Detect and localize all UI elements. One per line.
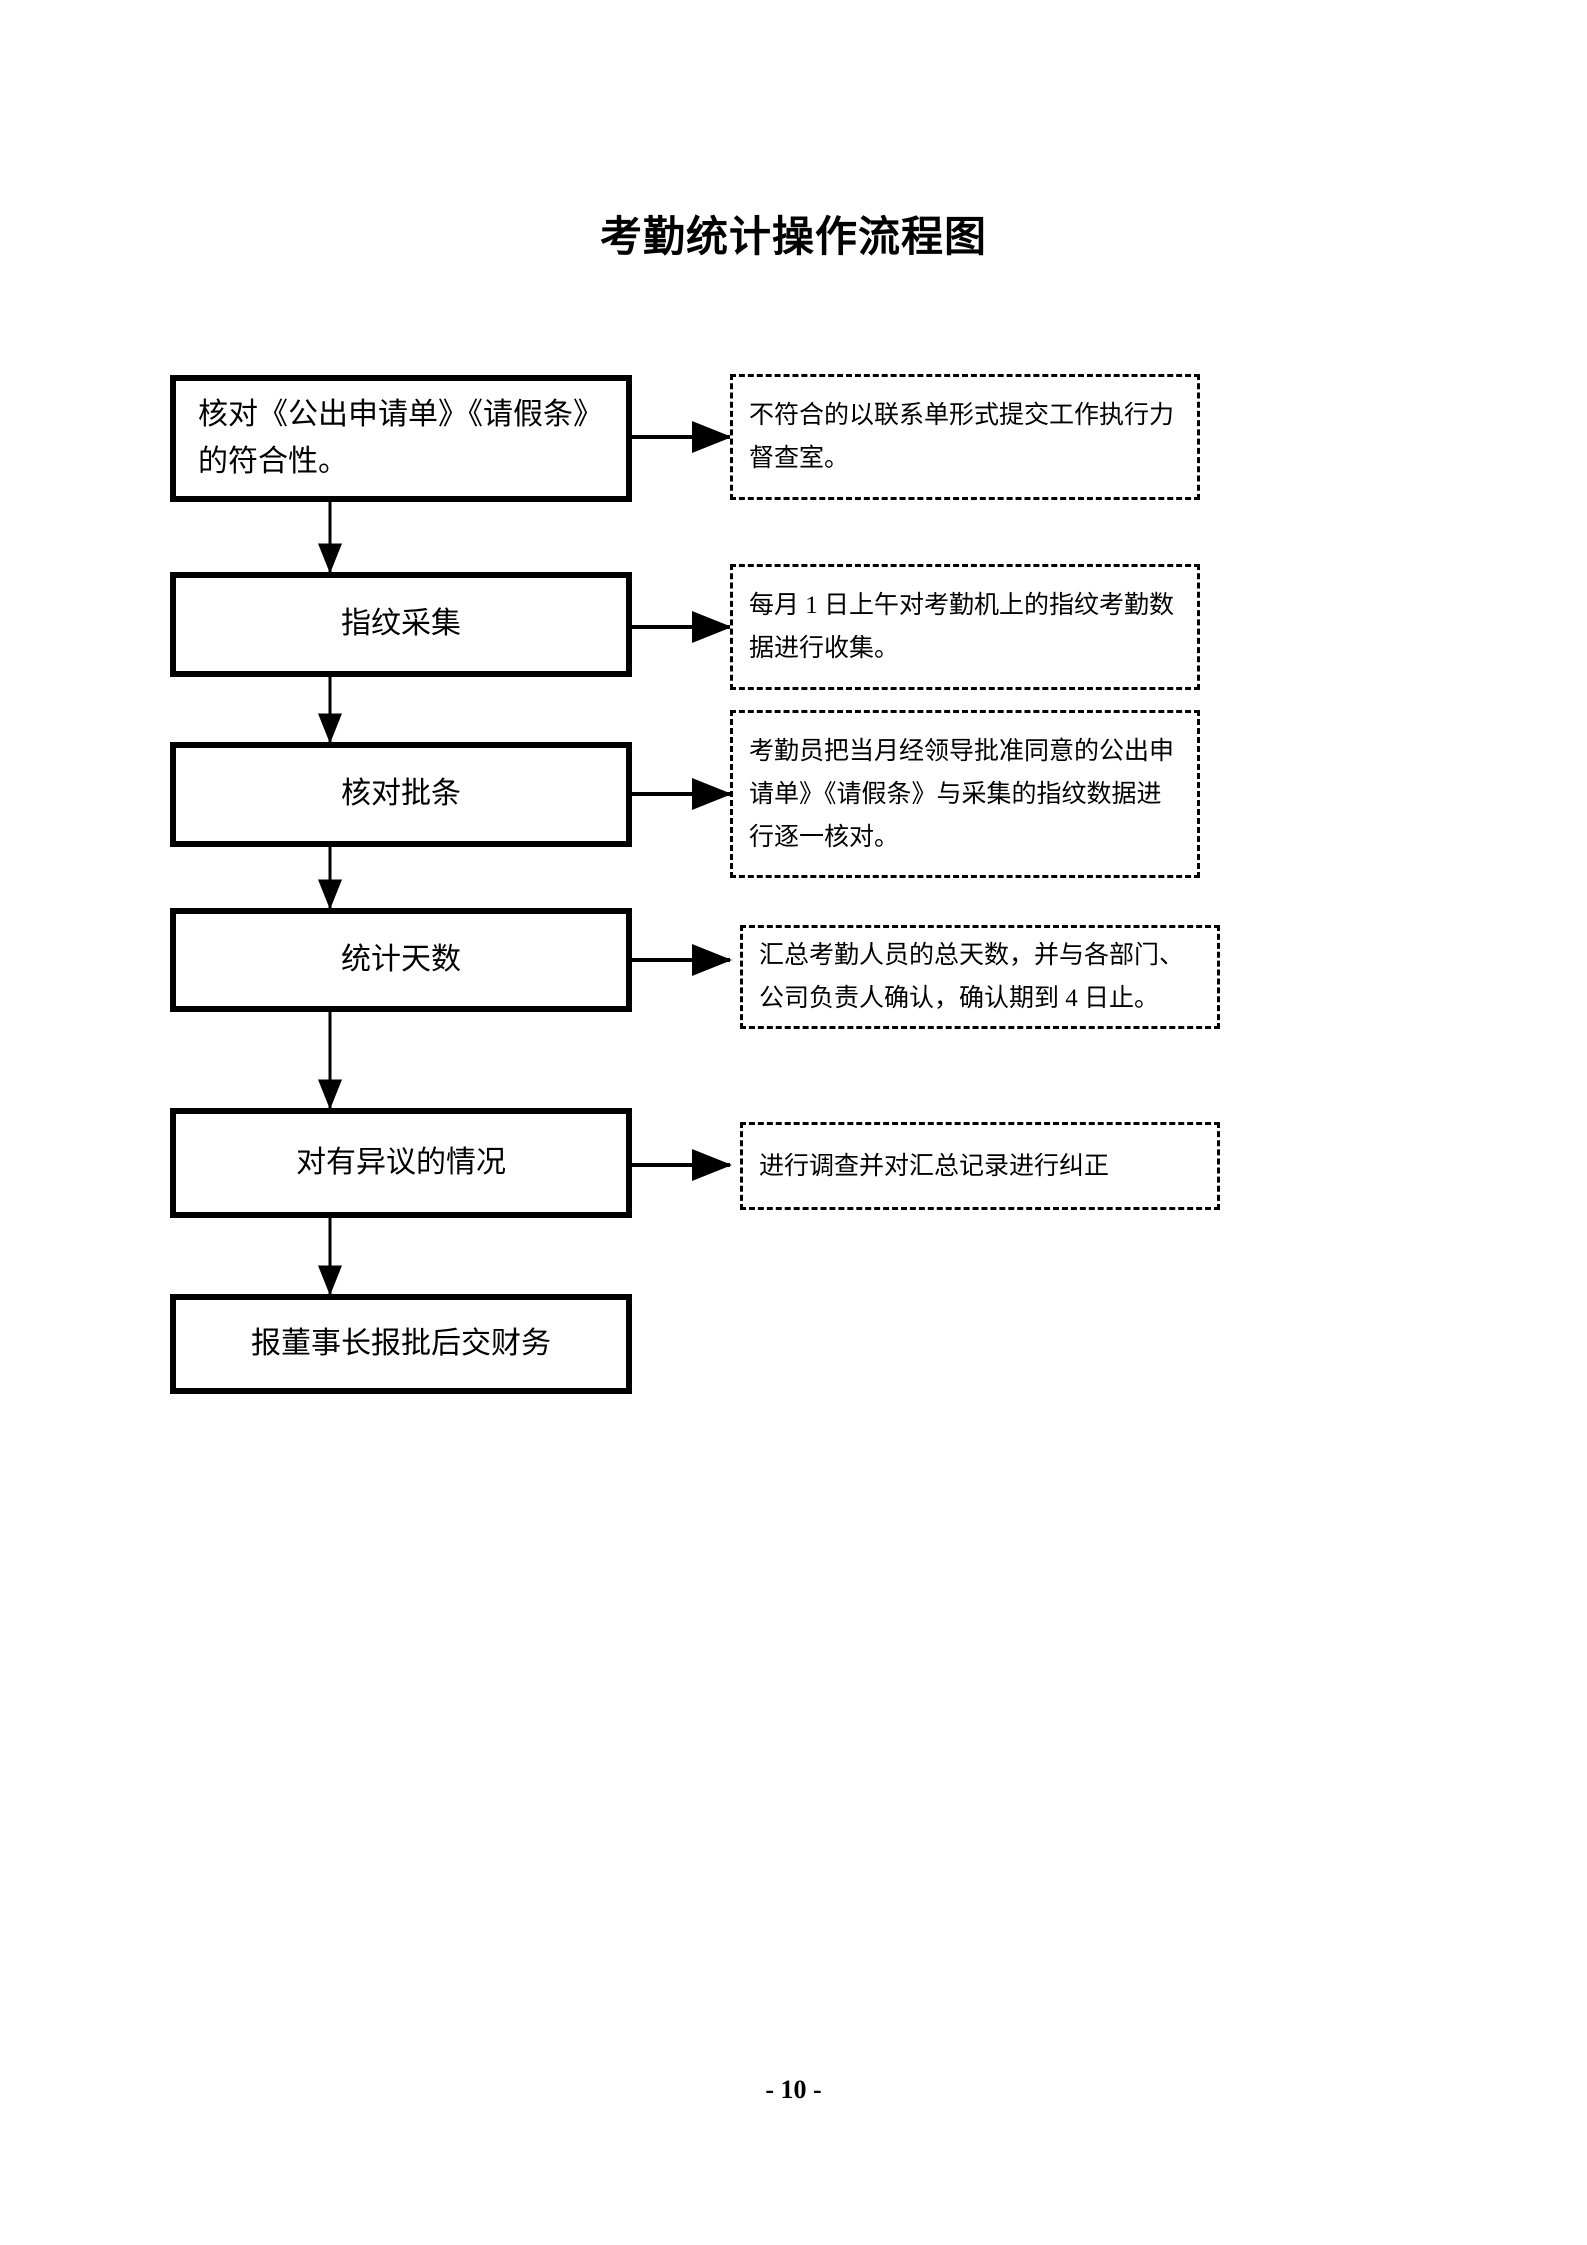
flow-step-2[interactable]: 指纹采集 [170,572,632,677]
flow-note-3: 考勤员把当月经领导批准同意的公出申请单》《请假条》与采集的指纹数据进行逐一核对。 [730,710,1200,878]
flow-note-2: 每月 1 日上午对考勤机上的指纹考勤数据进行收集。 [730,564,1200,690]
flow-step-6-label: 报董事长报批后交财务 [251,1326,551,1360]
flow-step-1[interactable]: 核对《公出申请单》《请假条》 的符合性。 [170,375,632,502]
flow-note-2-text: 每月 1 日上午对考勤机上的指纹考勤数据进行收集。 [749,592,1175,662]
flow-note-5-text: 进行调查并对汇总记录进行纠正 [759,1152,1110,1180]
flow-step-5-label: 对有异议的情况 [296,1145,506,1179]
flow-step-4-label: 统计天数 [341,942,461,976]
flow-step-3-label: 核对批条 [341,777,461,811]
page-title: 考勤统计操作流程图 [599,212,987,261]
flow-note-5: 进行调查并对汇总记录进行纠正 [740,1122,1220,1210]
flow-note-4-text: 汇总考勤人员的总天数，并与各部门、公司负责人确认，确认期到 4 日止。 [759,942,1185,1012]
flow-note-1: 不符合的以联系单形式提交工作执行力督查室。 [730,374,1200,500]
flow-note-3-text: 考勤员把当月经领导批准同意的公出申请单》《请假条》与采集的指纹数据进行逐一核对。 [749,737,1175,851]
flowchart: 核对《公出申请单》《请假条》 的符合性。 不符合的以联系单形式提交工作执行力督查… [170,374,1220,1394]
page-number: - 10 - [765,2075,822,2104]
flow-step-2-label: 指纹采集 [341,607,461,641]
flow-step-4[interactable]: 统计天数 [170,908,632,1012]
flow-step-5[interactable]: 对有异议的情况 [170,1108,632,1218]
flow-note-1-text: 不符合的以联系单形式提交工作执行力督查室。 [749,402,1175,472]
flow-note-4: 汇总考勤人员的总天数，并与各部门、公司负责人确认，确认期到 4 日止。 [740,925,1220,1029]
flow-step-6[interactable]: 报董事长报批后交财务 [170,1294,632,1394]
flow-step-1-label: 核对《公出申请单》《请假条》 的符合性。 [198,398,603,478]
flow-step-3[interactable]: 核对批条 [170,742,632,847]
